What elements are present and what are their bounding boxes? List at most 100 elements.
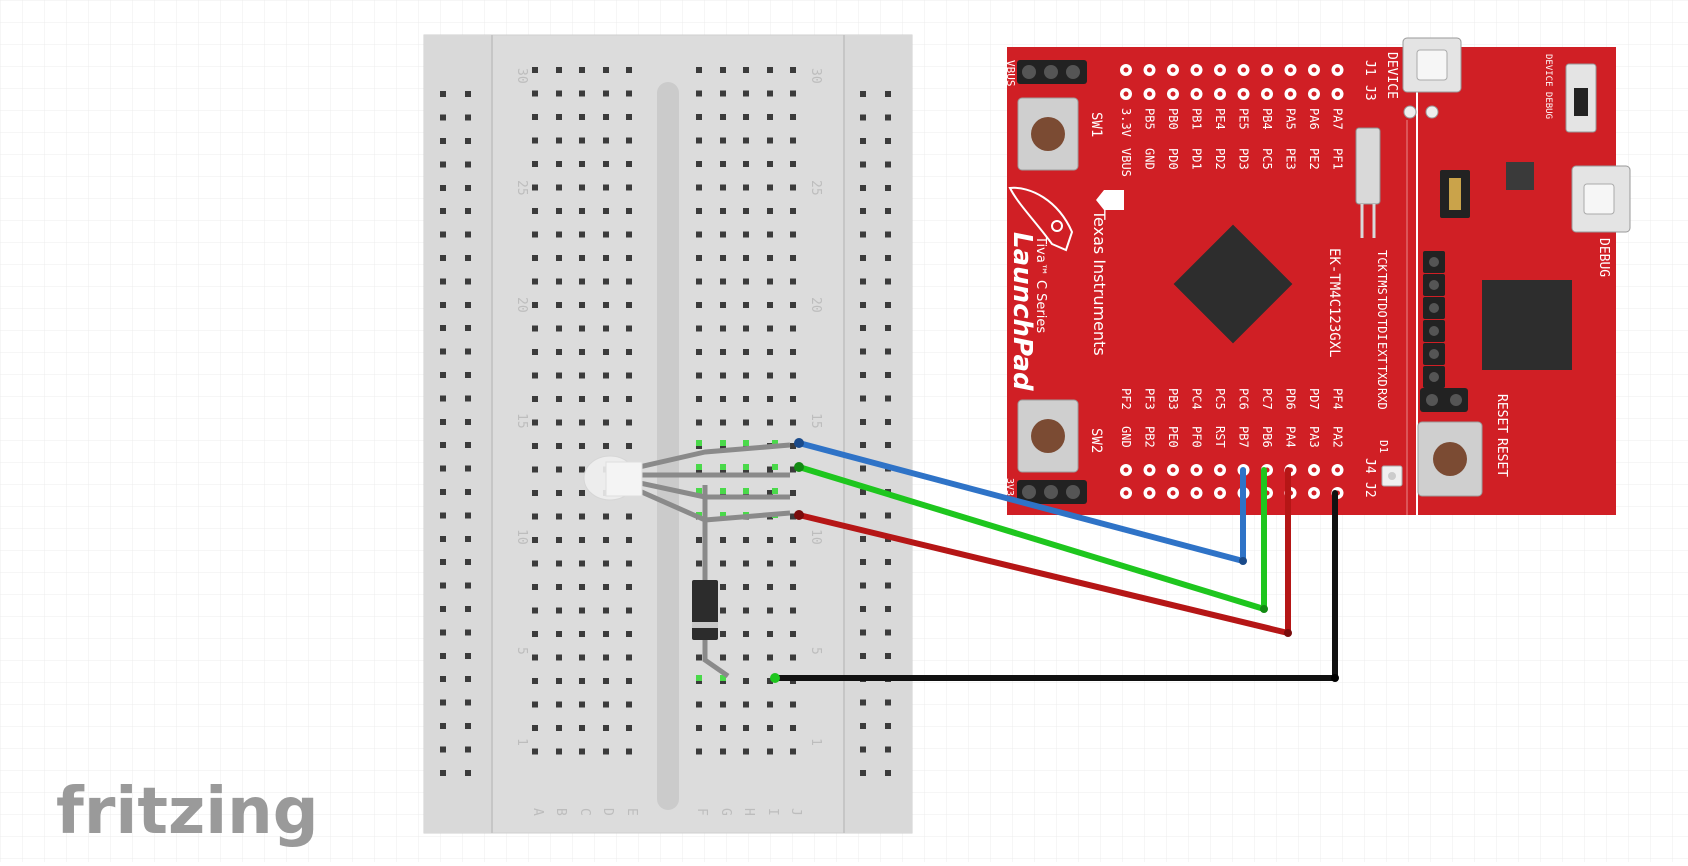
- occupied-hole[interactable]: [696, 440, 702, 446]
- breadboard-hole[interactable]: [696, 349, 702, 355]
- rail-hole[interactable]: [440, 559, 446, 565]
- reset-button[interactable]: [1417, 421, 1483, 497]
- breadboard-hole[interactable]: [532, 208, 538, 214]
- breadboard-hole[interactable]: [743, 701, 749, 708]
- breadboard-hole[interactable]: [556, 701, 562, 708]
- sw2-button[interactable]: [1017, 399, 1079, 473]
- rail-hole[interactable]: [440, 161, 446, 168]
- breadboard-hole[interactable]: [743, 349, 749, 355]
- breadboard-hole[interactable]: [626, 302, 632, 308]
- breadboard-hole[interactable]: [720, 67, 726, 73]
- breadboard-hole[interactable]: [790, 584, 796, 590]
- breadboard-hole[interactable]: [696, 701, 702, 708]
- rail-hole[interactable]: [860, 723, 866, 729]
- breadboard-hole[interactable]: [626, 631, 632, 637]
- breadboard-hole[interactable]: [579, 325, 585, 332]
- breadboard-hole[interactable]: [720, 231, 726, 238]
- breadboard-hole[interactable]: [603, 278, 609, 285]
- breadboard-hole[interactable]: [579, 513, 585, 520]
- breadboard-hole[interactable]: [767, 67, 773, 73]
- rail-hole[interactable]: [465, 138, 471, 144]
- breadboard-hole[interactable]: [743, 231, 749, 238]
- rail-hole[interactable]: [885, 114, 891, 121]
- breadboard-hole[interactable]: [767, 349, 773, 355]
- rail-hole[interactable]: [885, 559, 891, 565]
- breadboard-hole[interactable]: [603, 302, 609, 308]
- rail-hole[interactable]: [860, 208, 866, 214]
- rail-hole[interactable]: [440, 325, 446, 331]
- breadboard-hole[interactable]: [790, 513, 796, 520]
- breadboard-hole[interactable]: [790, 748, 796, 755]
- breadboard-hole[interactable]: [767, 560, 773, 567]
- breadboard-hole[interactable]: [626, 560, 632, 567]
- rail-hole[interactable]: [440, 231, 446, 238]
- breadboard-hole[interactable]: [767, 90, 773, 97]
- breadboard-hole[interactable]: [696, 114, 702, 120]
- breadboard-hole[interactable]: [603, 372, 609, 379]
- occupied-hole[interactable]: [720, 512, 726, 518]
- rail-hole[interactable]: [465, 325, 471, 331]
- rail-hole[interactable]: [885, 208, 891, 214]
- rail-hole[interactable]: [440, 606, 446, 612]
- breadboard-hole[interactable]: [790, 701, 796, 708]
- breadboard-hole[interactable]: [743, 255, 749, 261]
- breadboard-hole[interactable]: [579, 349, 585, 355]
- breadboard-hole[interactable]: [696, 161, 702, 167]
- breadboard-hole[interactable]: [532, 701, 538, 708]
- breadboard-hole[interactable]: [603, 443, 609, 449]
- breadboard-hole[interactable]: [579, 419, 585, 426]
- breadboard-hole[interactable]: [767, 325, 773, 332]
- breadboard-hole[interactable]: [579, 490, 585, 496]
- breadboard-hole[interactable]: [532, 67, 538, 73]
- breadboard-hole[interactable]: [696, 90, 702, 97]
- breadboard-hole[interactable]: [626, 725, 632, 731]
- breadboard-hole[interactable]: [790, 419, 796, 426]
- rail-hole[interactable]: [885, 746, 891, 753]
- breadboard-hole[interactable]: [720, 349, 726, 355]
- rail-hole[interactable]: [860, 255, 866, 261]
- rail-hole[interactable]: [885, 278, 891, 285]
- breadboard-hole[interactable]: [626, 114, 632, 120]
- breadboard-hole[interactable]: [696, 748, 702, 755]
- breadboard-hole[interactable]: [603, 325, 609, 332]
- breadboard-hole[interactable]: [743, 584, 749, 590]
- breadboard-hole[interactable]: [556, 654, 562, 661]
- rail-hole[interactable]: [465, 746, 471, 753]
- breadboard-hole[interactable]: [767, 137, 773, 144]
- rail-hole[interactable]: [860, 161, 866, 168]
- breadboard-hole[interactable]: [603, 231, 609, 238]
- rail-hole[interactable]: [440, 512, 446, 519]
- breadboard-hole[interactable]: [603, 607, 609, 614]
- breadboard-hole[interactable]: [767, 208, 773, 214]
- breadboard-hole[interactable]: [720, 748, 726, 755]
- rail-hole[interactable]: [465, 114, 471, 121]
- breadboard-hole[interactable]: [603, 208, 609, 214]
- rail-hole[interactable]: [885, 419, 891, 425]
- breadboard-hole[interactable]: [556, 325, 562, 332]
- rail-hole[interactable]: [465, 348, 471, 355]
- breadboard-hole[interactable]: [579, 678, 585, 684]
- breadboard-hole[interactable]: [532, 466, 538, 473]
- breadboard-hole[interactable]: [767, 748, 773, 755]
- breadboard-hole[interactable]: [743, 748, 749, 755]
- rail-hole[interactable]: [885, 325, 891, 331]
- breadboard-hole[interactable]: [626, 231, 632, 238]
- breadboard-hole[interactable]: [626, 396, 632, 402]
- breadboard-hole[interactable]: [603, 701, 609, 708]
- rail-hole[interactable]: [860, 465, 866, 472]
- breadboard-hole[interactable]: [790, 443, 796, 449]
- breadboard-hole[interactable]: [743, 372, 749, 379]
- reset-header[interactable]: [1420, 388, 1468, 412]
- breadboard-hole[interactable]: [626, 349, 632, 355]
- rail-hole[interactable]: [440, 91, 446, 97]
- breadboard-hole[interactable]: [720, 372, 726, 379]
- breadboard-hole[interactable]: [743, 67, 749, 73]
- breadboard-hole[interactable]: [532, 255, 538, 261]
- breadboard-hole[interactable]: [743, 396, 749, 402]
- breadboard-hole[interactable]: [579, 255, 585, 261]
- breadboard-hole[interactable]: [626, 513, 632, 520]
- rail-hole[interactable]: [885, 302, 891, 308]
- breadboard-hole[interactable]: [720, 537, 726, 543]
- breadboard-hole[interactable]: [790, 278, 796, 285]
- occupied-hole[interactable]: [720, 675, 726, 681]
